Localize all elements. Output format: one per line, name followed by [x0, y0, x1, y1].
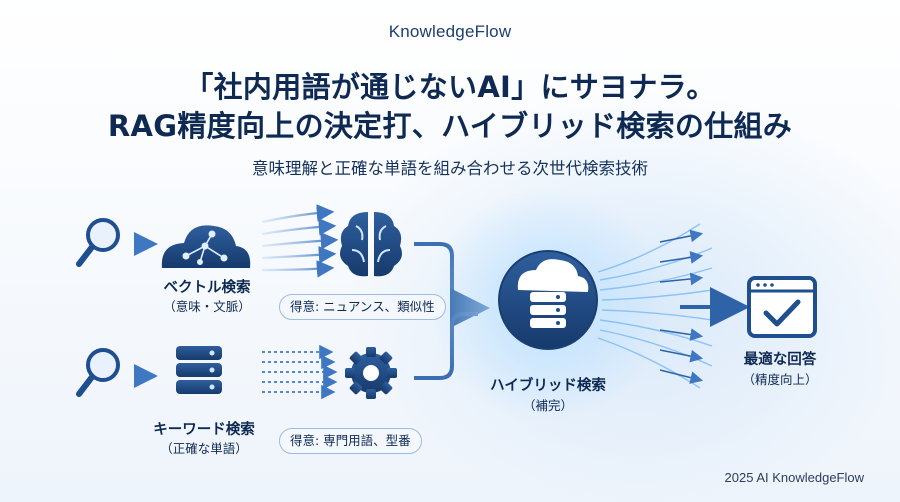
keyword-strength-badge: 得意: 専門用語、型番: [279, 428, 422, 454]
title-line-2: RAG精度向上の決定打、ハイブリッド検索の仕組み: [107, 109, 793, 143]
checkmark-window-icon: [747, 276, 817, 338]
result-sublabel: （精度向上）: [742, 372, 818, 387]
branch-arrows: [659, 229, 704, 384]
search-icon: [76, 348, 120, 397]
result-label: 最適な回答: [743, 352, 817, 368]
hybrid-search-sublabel: （補完）: [522, 398, 573, 413]
vector-search-sublabel: （意味・文脈）: [163, 299, 251, 314]
vector-strength-badge: 得意: ニュアンス、類似性: [279, 294, 446, 320]
flow-arrows-keyword: [262, 344, 338, 400]
flow-arrows-vector: [261, 204, 339, 278]
hybrid-search-label: ハイブリッド検索: [490, 378, 606, 394]
database-icon: [176, 346, 222, 394]
subtitle: 意味理解と正確な単語を組み合わせる次世代検索技術: [252, 159, 648, 178]
vector-search-label: ベクトル検索: [163, 280, 251, 296]
keyword-search-label: キーワード検索: [153, 422, 255, 438]
footer-copyright: 2025 AI KnowledgeFlow: [724, 470, 864, 485]
search-icon: [76, 218, 120, 267]
title-line-1: 「社内用語が通じないAI」にサヨナラ。: [184, 70, 716, 104]
brain-icon: [340, 212, 402, 277]
keyword-search-sublabel: （正確な単語）: [160, 441, 248, 456]
cloud-network-icon: [161, 225, 251, 268]
brand-name: KnowledgeFlow: [388, 22, 512, 41]
cloud-database-icon: [498, 250, 598, 350]
gear-icon: [345, 347, 397, 399]
